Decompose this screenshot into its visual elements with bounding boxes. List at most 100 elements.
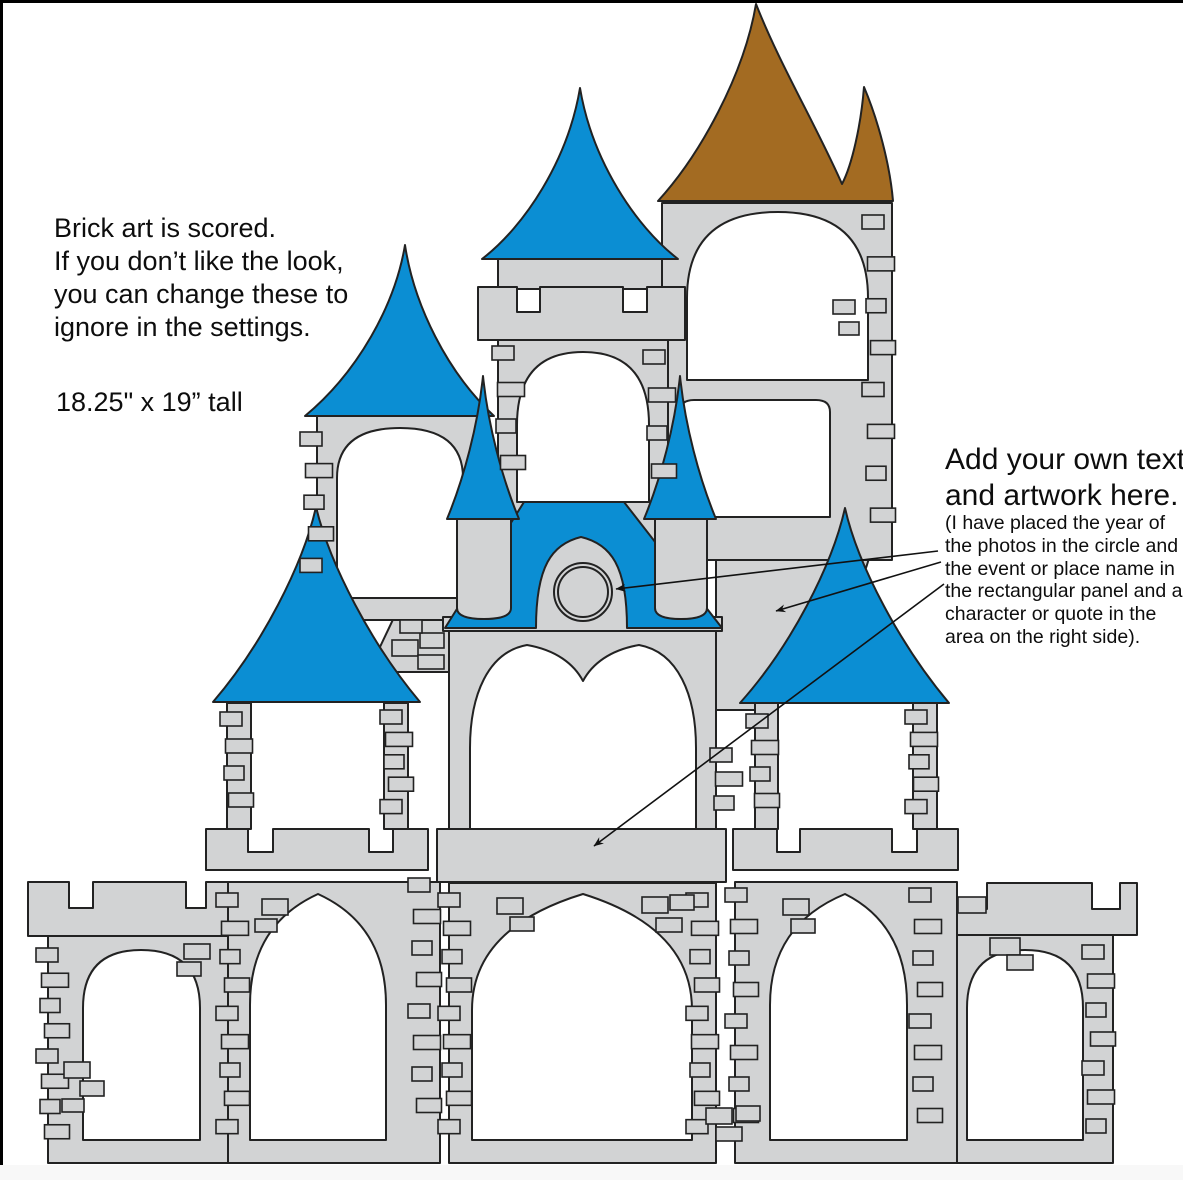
brick-mark (496, 897, 524, 915)
brick-mark (782, 898, 810, 916)
window-upper-left (336, 427, 464, 599)
brick-mark (223, 977, 251, 993)
brick-mark (79, 1080, 105, 1097)
brick-mark (407, 877, 431, 893)
brick-mark (1081, 1060, 1105, 1076)
brick-mark (220, 920, 250, 937)
roof-mid-left-blue (212, 506, 421, 703)
brick-mark (419, 632, 445, 649)
brick-mark (1086, 973, 1116, 989)
brick-mark (61, 1098, 85, 1113)
battlement-mid-right (732, 828, 959, 871)
brick-mark (650, 463, 678, 479)
frame-border-top (0, 0, 1183, 3)
gothic-window-left (249, 893, 387, 1141)
brick-mark (904, 709, 928, 725)
brick-mark (39, 997, 61, 1014)
outer-wall-right (936, 882, 1138, 1164)
brick-mark (861, 214, 885, 230)
brick-mark (412, 1034, 442, 1051)
brick-mark (714, 771, 744, 787)
brick-mark (646, 425, 668, 441)
brick-mark (261, 898, 289, 916)
brick-mark (495, 418, 517, 434)
frame-border-left (0, 0, 3, 1166)
brick-mark (496, 381, 526, 398)
brick-mark (916, 1107, 944, 1124)
brick-mark (176, 961, 202, 977)
tower-center-battlement (477, 286, 686, 341)
brick-mark (689, 948, 711, 965)
brick-mark (224, 738, 254, 754)
turret-right-cone (643, 375, 717, 520)
turret-right (643, 375, 717, 620)
brick-mark (861, 381, 885, 398)
brick-mark (304, 462, 334, 479)
brick-mark (729, 1044, 759, 1061)
brick-mark (693, 977, 721, 993)
brick-mark (647, 387, 677, 403)
brick-mark (219, 1062, 241, 1078)
tower-right-tall (657, 3, 894, 561)
brick-mark (866, 423, 896, 440)
brick-marks (35, 214, 1117, 1142)
brick-mark (442, 920, 472, 937)
annotation-arrow-to-right-area (775, 561, 942, 613)
year-circle-inner (557, 566, 609, 618)
brick-mark (219, 948, 241, 965)
brick-mark (445, 1090, 473, 1107)
brick-mark (735, 1105, 761, 1122)
brick-mark (379, 709, 403, 725)
brick-mark (437, 1005, 461, 1022)
brick-mark (387, 776, 415, 793)
brick-mark (1006, 954, 1034, 971)
brick-mark (790, 918, 816, 934)
brick-note-line: ignore in the settings. (54, 312, 311, 342)
brick-mark (655, 917, 683, 933)
brick-mark (838, 321, 860, 336)
turret-left (446, 375, 520, 620)
brick-mark (669, 894, 695, 911)
brick-mark (441, 948, 463, 965)
brick-mark (749, 766, 771, 782)
brick-mark (1085, 1002, 1107, 1018)
brick-mark (865, 465, 887, 482)
roof-brown-spire (657, 3, 894, 202)
annotation-arrow-to-panel (593, 583, 945, 847)
brick-mark (437, 892, 461, 908)
brick-mark (913, 1044, 943, 1061)
window-outer-right (966, 949, 1084, 1141)
brick-mark (750, 739, 780, 756)
battlement-mid-left (205, 828, 429, 871)
brick-mark (415, 1097, 443, 1114)
brick-mark (724, 887, 748, 903)
brick-mark (912, 950, 934, 966)
bottom-section-center (448, 882, 717, 1164)
brick-mark (215, 1005, 239, 1022)
window-right-tall-upper (686, 211, 869, 381)
brick-mark (223, 765, 245, 781)
turret-left-cone (446, 375, 520, 520)
tower-upper-left (304, 244, 495, 621)
brick-mark (437, 1118, 461, 1135)
brick-mark (39, 1098, 61, 1115)
artwork-detail-line: area on the right side). (945, 625, 1141, 648)
brick-mark (1081, 944, 1105, 960)
artwork-detail-line: the event or place name in (945, 557, 1175, 580)
mid-center-wall (448, 630, 717, 830)
brick-mark (709, 747, 733, 763)
brick-mark (832, 299, 856, 315)
window-center (516, 351, 650, 503)
brick-mark (869, 507, 897, 523)
roof-mid-right-blue (739, 507, 950, 704)
brick-mark (729, 918, 759, 935)
brick-mark (40, 1073, 70, 1090)
brick-mark (693, 1090, 721, 1107)
brick-mark (215, 892, 239, 908)
brick-mark (641, 896, 669, 914)
roof-center-blue (481, 87, 679, 260)
brick-mark (227, 792, 255, 808)
brick-mark (745, 713, 769, 729)
